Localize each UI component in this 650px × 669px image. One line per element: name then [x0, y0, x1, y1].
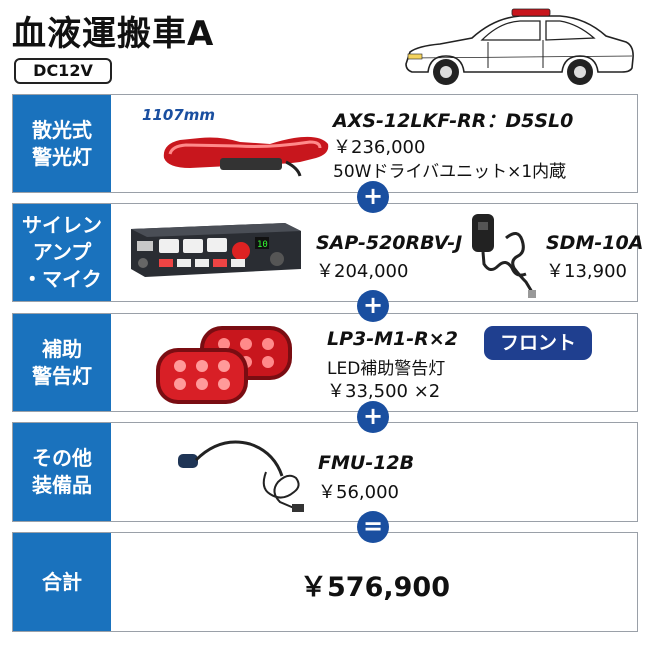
light-bar-image [163, 136, 329, 177]
light-bar-model: AXS-12LKF-RR：D5SL0 [333, 110, 574, 132]
microphone-image [472, 214, 536, 298]
row-label: 補助 警告灯 [13, 314, 111, 411]
equals-operator: = [357, 511, 389, 543]
page-title: 血液運搬車A [12, 14, 215, 54]
microphone-model: SDM-10A [546, 232, 644, 254]
siren-amp-image: 10 [131, 223, 301, 277]
plus-operator: + [357, 290, 389, 322]
aux-light-image [156, 326, 292, 404]
plus-operator: + [357, 401, 389, 433]
car-illustration [405, 8, 634, 85]
microphone-price: ￥13,900 [546, 261, 627, 282]
plus-operator: + [357, 181, 389, 213]
aux-light-price: ￥33,500 ×2 [327, 381, 441, 402]
siren-amp-price: ￥204,000 [316, 261, 409, 282]
row-label: 合計 [13, 533, 111, 631]
dimension-label: 1107mm [142, 106, 216, 124]
svg-text:10: 10 [257, 240, 268, 250]
row-label: サイレン アンプ ・マイク [13, 204, 111, 301]
flex-mic-price: ￥56,000 [318, 482, 399, 503]
aux-light-desc: LED補助警告灯 [327, 359, 446, 379]
flex-mic-model: FMU-12B [318, 452, 415, 474]
total-price: ￥576,900 [300, 572, 450, 603]
row-aux-light: 補助 警告灯 [12, 313, 638, 412]
flex-mic-image [178, 440, 304, 512]
row-total: 合計 [12, 532, 638, 632]
row-siren-amp: サイレン アンプ ・マイク [12, 203, 638, 302]
row-other-equipment: その他 装備品 [12, 422, 638, 522]
siren-amp-model: SAP-520RBV-J [316, 232, 463, 254]
voltage-badge: DC12V [14, 58, 112, 84]
light-bar-desc: 50Wドライバユニット×1内蔵 [333, 162, 567, 182]
row-label: 散光式 警光灯 [13, 95, 111, 192]
front-badge: フロント [484, 326, 592, 360]
row-light-bar: 散光式 警光灯 [12, 94, 638, 193]
row-label: その他 装備品 [13, 423, 111, 521]
aux-light-model: LP3-M1-R×2 [327, 328, 458, 350]
light-bar-price: ￥236,000 [333, 137, 426, 158]
